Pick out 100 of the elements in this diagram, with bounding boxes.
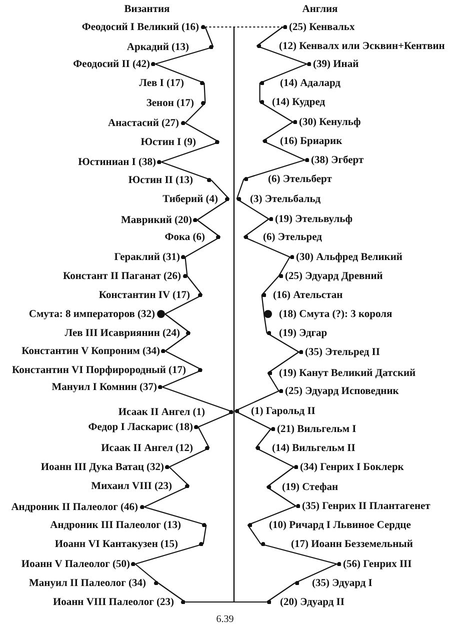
column-heading: Англия: [302, 4, 338, 16]
ruler-name: (25) Эдуард Исповедник: [284, 386, 399, 396]
ruler-name: Фока (6): [164, 232, 206, 242]
connector-line: [168, 448, 210, 468]
connector-line: [161, 141, 220, 163]
connector-line: [262, 122, 294, 142]
connector-line: [256, 45, 307, 65]
ruler-name: Тиберий (4): [162, 194, 218, 204]
connector-line: [210, 180, 230, 200]
ruler-name: Иоанн III Дука Ватац (32): [40, 462, 164, 472]
ruler-name: (12) Кенвалх или Эсквин+Кентвин: [278, 40, 445, 52]
connector-line: [164, 314, 191, 334]
ruler-name: (16) Бриарик: [280, 136, 342, 146]
ruler-name: (38) Эгберт: [310, 154, 364, 166]
ruler-name: Феодосий II (42): [73, 58, 150, 70]
ruler-name: (14) Кудред: [272, 96, 326, 108]
connector-line: [243, 218, 270, 238]
connector-line: [236, 198, 270, 220]
ruler-name: Мануил I Комнин (37): [52, 382, 158, 392]
connector-line: [184, 102, 206, 124]
connector-line: [234, 390, 280, 412]
ruler-name: (3) Этельбальд: [250, 194, 321, 204]
connector-line: [164, 332, 191, 352]
connector-line: [164, 294, 202, 314]
ruler-name: (30) Кенульф: [298, 116, 361, 128]
ruler-name: (34) Генрих I Боклерк: [300, 462, 404, 472]
connector-line: [204, 82, 206, 104]
ruler-name: Исаак II Ангел (1): [118, 406, 206, 418]
ruler-name: Иоанн VI Кантакузен (15): [54, 538, 178, 550]
ruler-name: Исаак II Ангел (12): [101, 442, 194, 454]
connector-line: [205, 26, 283, 28]
connector-line: [294, 564, 338, 584]
connector-line: [268, 352, 300, 374]
connector-line: [248, 505, 296, 526]
connector-line: [266, 486, 296, 506]
connector-line: [266, 332, 300, 352]
ruler-name: (16) Ательстан: [272, 290, 343, 300]
ruler-name: Лев III Исавриянин (24): [64, 328, 180, 338]
connector-line: [162, 370, 202, 388]
connector-line: [266, 582, 296, 602]
ruler-name: (20) Эдуард II: [280, 596, 344, 608]
ruler-name: Юстиниан I (38): [78, 156, 156, 168]
connector-line: [185, 601, 267, 603]
connector-line: [244, 236, 290, 258]
connector-line: [255, 428, 272, 448]
connector-line: [204, 26, 214, 48]
ruler-name: (19) Канут Великий Датский: [278, 368, 416, 378]
connector-line: [261, 276, 280, 296]
ruler-name: (35) Этельред II: [304, 346, 380, 358]
ruler-name: (14) Адалард: [280, 78, 340, 88]
ruler-name: Андроник III Палеолог (13): [50, 520, 182, 530]
ruler-name: Иоанн V Палеолог (50): [21, 558, 130, 570]
connector-line: [256, 26, 284, 46]
connector-line: [262, 140, 306, 160]
ruler-name: Феодосий I Великий (16): [82, 22, 200, 32]
connector-line: [134, 564, 159, 584]
connector-line: [202, 524, 207, 544]
connector-line: [198, 412, 234, 428]
ruler-name: Анастасий (27): [108, 118, 180, 128]
ruler-name: Федор I Ласкарис (18): [88, 422, 194, 432]
ruler-name: (1) Гарольд II: [250, 406, 316, 416]
ruler-name: Констант II Паганат (26): [63, 270, 182, 282]
ruler-name: Мануил II Палеолог (34): [28, 578, 146, 588]
connector-line: [161, 161, 212, 181]
connector-line: [278, 256, 290, 276]
ruler-name: Аркадий (13): [126, 42, 190, 52]
ruler-name: Иоанн VIII Палеолог (23): [52, 596, 174, 608]
connector-line: [186, 276, 203, 296]
ruler-name: Зенон (17): [146, 98, 194, 108]
figure-number: 6.39: [216, 614, 234, 626]
ruler-name: Маврикий (20): [121, 214, 192, 226]
ruler-name: Константин V Копроним (34): [22, 346, 160, 356]
ruler-name: (18) Смута (?): 3 короля: [279, 308, 392, 320]
ruler-name: Лев I (17): [139, 78, 184, 88]
ruler-name: (35) Генрих II Плантагенет: [302, 500, 430, 512]
ruler-name: Константин VI Порфирородный (17): [12, 364, 186, 376]
connector-line: [144, 506, 206, 526]
ruler-name: (21) Вильгельм I: [276, 424, 356, 434]
ruler-name: (17) Иоанн Безземельный: [290, 538, 413, 550]
connector-line: [184, 256, 188, 276]
connector-line: [184, 122, 220, 142]
connector-line: [267, 372, 280, 392]
ruler-name: (56) Генрих III: [342, 558, 412, 570]
connector-line: [162, 386, 234, 413]
ruler-name: (30) Альфред Великий: [296, 252, 402, 262]
ruler-name: Михаил VIII (23): [91, 480, 172, 492]
ruler-name: (39) Инай: [312, 58, 359, 70]
ruler-name: (35) Эдуард I: [312, 578, 372, 588]
ruler-name: (19) Эдгар: [278, 328, 328, 338]
connector-line: [256, 448, 294, 468]
ruler-name: (6) Этельберт: [268, 174, 332, 184]
ruler-name: Юстин II (13): [128, 174, 194, 186]
connector-line: [198, 426, 210, 448]
connector-line: [135, 543, 204, 565]
connector-line: [234, 410, 272, 430]
connector-line: [158, 582, 186, 602]
ruler-name: (19) Этельвульф: [274, 214, 352, 224]
connector-line: [260, 543, 337, 565]
connector-line: [244, 159, 305, 180]
connector-line: [196, 198, 230, 220]
